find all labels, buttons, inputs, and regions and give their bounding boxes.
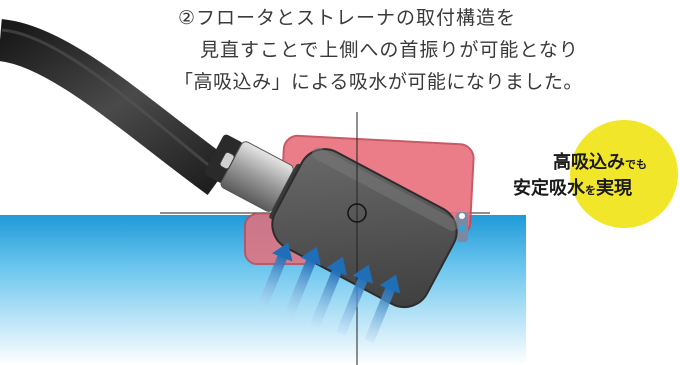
badge-row-1-suffix: でも [625,158,647,171]
caption-line-1: ②フロータとストレーナの取付構造を [178,7,517,29]
badge-row-1-main: 高吸込み [553,152,625,173]
caption-block: ②フロータとストレーナの取付構造を 見直すことで上側への首振りが可能となり 「高… [0,0,680,110]
highlight-badge [570,120,678,228]
badge-row-1: 高吸込みでも [553,148,647,174]
intake-arrow-icon [257,242,293,310]
badge-row-2-particle: を [585,184,596,197]
badge-row-2-main: 安定吸水 [513,178,585,199]
intake-arrow-icon [284,246,321,318]
caption-line-3: 「高吸込み」による吸水が可能になりました。 [174,71,583,93]
intake-arrow-icon [336,264,373,336]
crosshair-icon [347,203,367,223]
intake-arrow-icon [364,274,401,344]
suction-hose [0,19,233,196]
caption-line-2: 見直すことで上側への首振りが可能となり [200,39,579,61]
intake-arrows [257,242,401,344]
intake-arrow-icon [310,256,347,328]
badge-row-2: 安定吸水を実現 [513,174,632,200]
pump-body [271,147,459,309]
badge-row-2-end: 実現 [596,178,632,199]
